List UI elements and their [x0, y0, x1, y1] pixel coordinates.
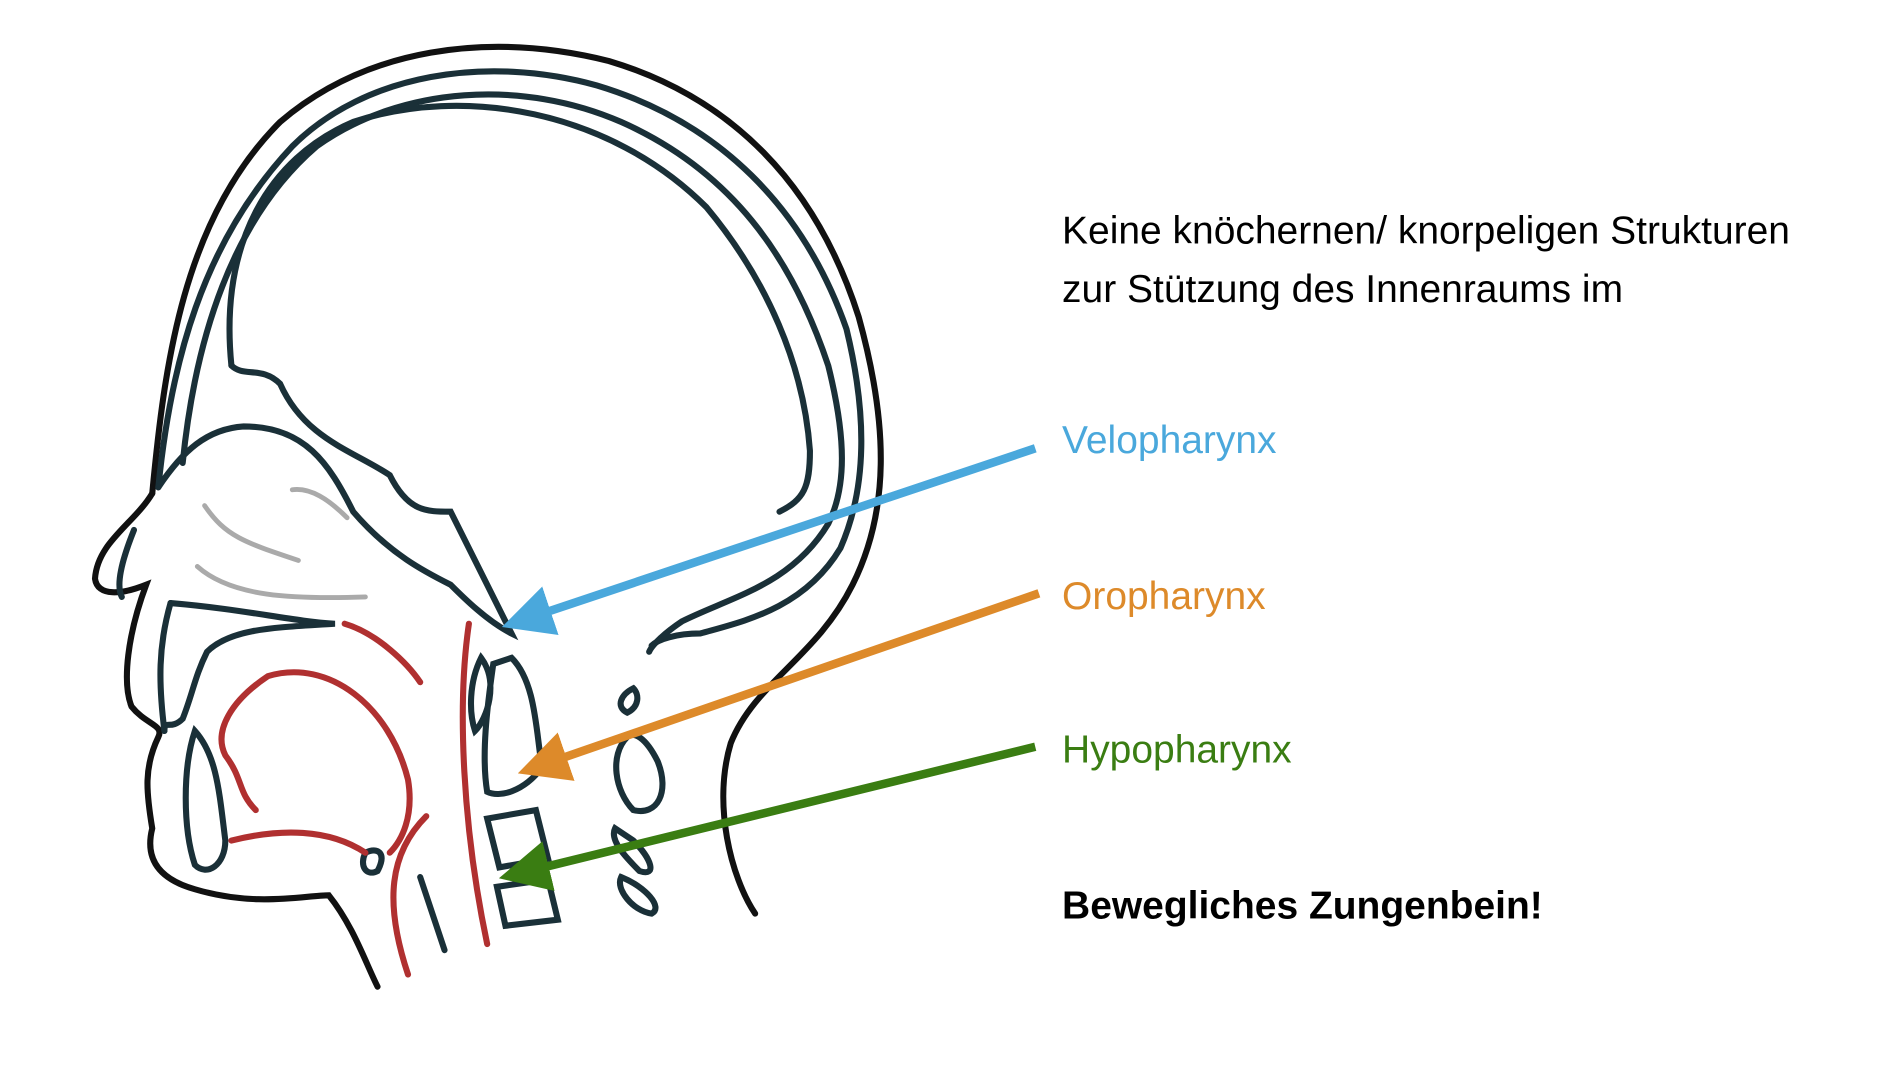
label-hypopharynx: Hypopharynx	[1062, 729, 1292, 772]
nasal-cartilage	[194, 487, 368, 601]
oropharynx-arrow	[517, 589, 1041, 781]
velopharynx-arrow	[501, 444, 1037, 635]
pharynx-muscle	[218, 620, 491, 978]
footer-note: Bewegliches Zungenbein!	[1062, 884, 1543, 927]
label-velopharynx: Velopharynx	[1062, 419, 1277, 462]
hypopharynx-arrow	[498, 742, 1037, 891]
description-line-2: zur Stützung des Innenraums im	[1062, 268, 1623, 311]
description-line-1: Keine knöchernen/ knorpeligen Strukturen	[1062, 210, 1790, 253]
label-oropharynx: Oropharynx	[1062, 575, 1266, 618]
head-outline	[91, 43, 884, 990]
